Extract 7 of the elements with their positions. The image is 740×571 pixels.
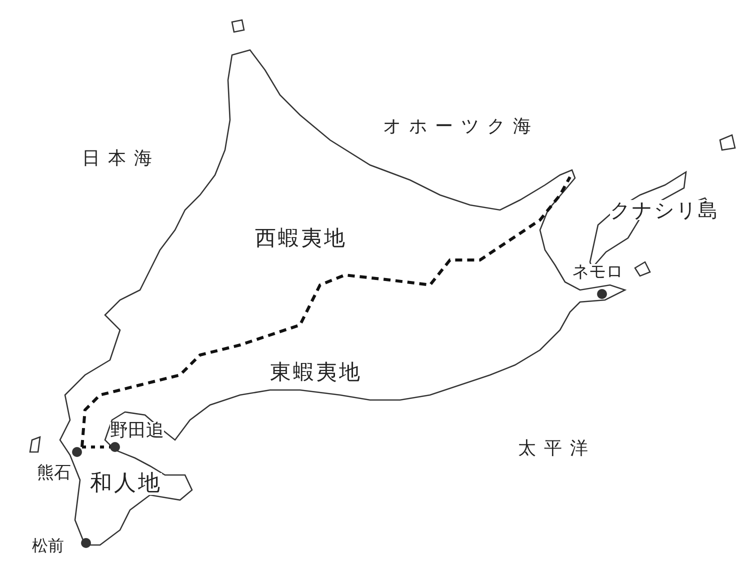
- place-label: 和人地: [90, 473, 162, 495]
- place-label: 野田追: [110, 422, 164, 440]
- place-label: 熊石: [37, 465, 71, 482]
- place-label: 松前: [32, 538, 64, 554]
- place-label: ネモロ: [572, 264, 623, 281]
- place-label: 西蝦夷地: [255, 228, 347, 249]
- place-label: 東蝦夷地: [270, 362, 362, 383]
